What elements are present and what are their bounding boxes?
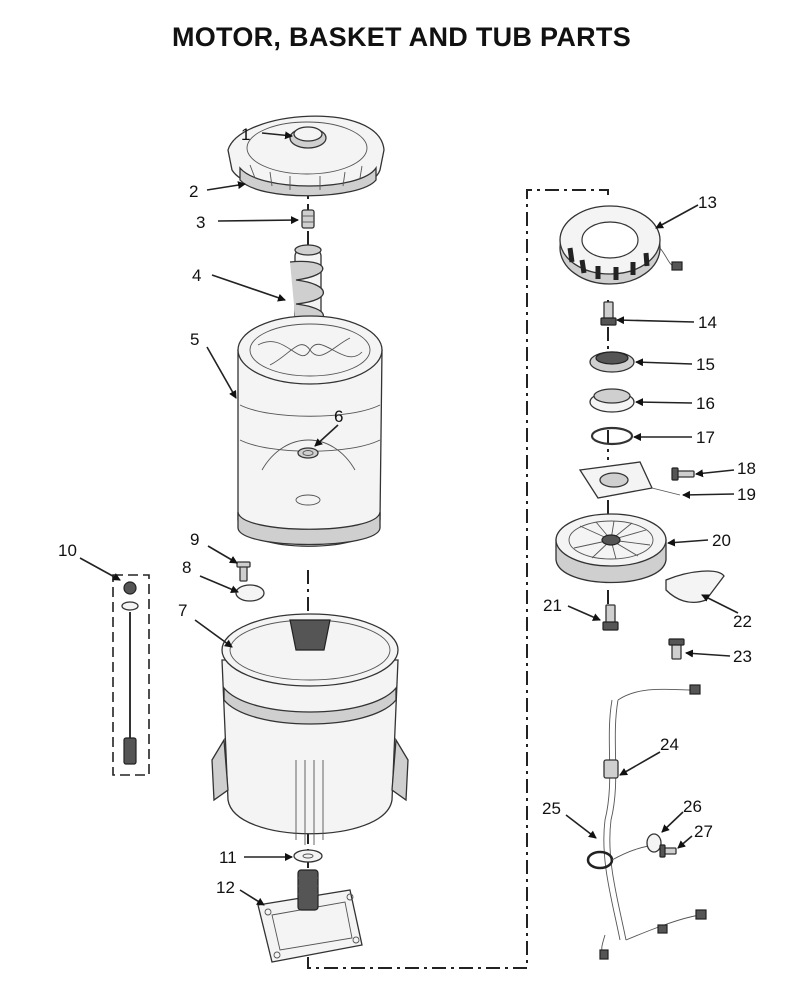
tub-screw-part — [236, 561, 251, 582]
agitator-bolt-part — [301, 209, 315, 229]
motor-bracket-part — [578, 461, 681, 499]
callout-9: 9 — [190, 530, 199, 549]
callout-11: 11 — [219, 848, 237, 867]
callout-25: 25 — [542, 799, 561, 818]
drive-washer-part — [293, 849, 323, 863]
callout-14: 14 — [698, 313, 717, 332]
ground-screw-part — [659, 844, 677, 858]
ground-wire-part — [611, 833, 662, 861]
leader-lines — [79, 131, 739, 906]
callout-5: 5 — [190, 330, 199, 349]
bearing-housing-part — [589, 388, 635, 413]
callout-6: 6 — [334, 407, 343, 426]
motor-shield-part — [665, 570, 725, 604]
callout-4: 4 — [192, 266, 201, 285]
callout-3: 3 — [196, 213, 205, 232]
balance-ring-cap-part — [289, 126, 327, 149]
callout-1: 1 — [241, 125, 250, 144]
bracket-screw-part — [671, 467, 695, 481]
callout-15: 15 — [696, 355, 715, 374]
callout-12: 12 — [216, 878, 235, 897]
callout-13: 13 — [698, 193, 717, 212]
rotor-bolt-part — [602, 604, 619, 631]
balance-ring-part — [227, 115, 385, 197]
wash-basket-part — [237, 315, 383, 547]
callout-23: 23 — [733, 647, 752, 666]
callout-2: 2 — [189, 182, 198, 201]
callout-20: 20 — [712, 531, 731, 550]
callout-17: 17 — [696, 428, 715, 447]
outer-tub-part — [211, 613, 409, 845]
motor-rotor-part — [555, 513, 667, 584]
callout-labels: 1 2 3 4 5 6 7 8 9 10 11 12 13 14 15 16 1… — [58, 125, 756, 897]
motor-stator-part — [559, 205, 683, 285]
callout-18: 18 — [737, 459, 756, 478]
callout-21: 21 — [543, 596, 562, 615]
tub-bracket-part — [235, 584, 265, 602]
shield-screw-part — [668, 638, 685, 660]
stator-bolt-part — [600, 301, 617, 326]
callout-16: 16 — [696, 394, 715, 413]
wire-tie-part — [586, 850, 614, 870]
callout-24: 24 — [660, 735, 679, 754]
callout-8: 8 — [182, 558, 191, 577]
suspension-rod-part — [112, 574, 150, 776]
callout-10: 10 — [58, 541, 77, 560]
callout-22: 22 — [733, 612, 752, 631]
basket-hub-part — [297, 447, 319, 459]
wire-harness-part — [599, 684, 707, 960]
callout-26: 26 — [683, 797, 702, 816]
callout-27: 27 — [694, 822, 713, 841]
gearcase-part — [257, 869, 363, 963]
bearing-part — [589, 351, 635, 373]
o-ring-part — [590, 426, 634, 446]
callout-19: 19 — [737, 485, 756, 504]
diagram-title: MOTOR, BASKET AND TUB PARTS — [171, 22, 632, 52]
callout-7: 7 — [178, 601, 187, 620]
